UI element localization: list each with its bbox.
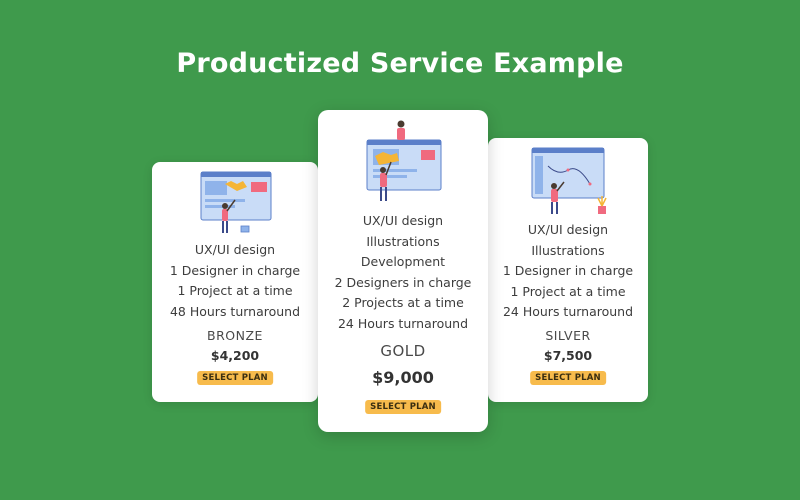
feature-item: Illustrations [366,233,440,249]
plan-price: $7,500 [543,348,593,363]
feature-item: UX/UI design [362,213,444,228]
feature-item: 24 Hours turnaround [337,315,469,331]
feature-item: UX/UI design [527,222,609,237]
select-plan-button-silver[interactable]: SELECT PLAN [530,371,606,385]
select-plan-button-bronze[interactable]: SELECT PLAN [197,371,273,385]
plan-card-bronze: UX/UI design 1 Designer in charge 1 Proj… [152,162,318,402]
plan-price: $4,200 [210,348,260,363]
designer-at-screen-illustration [200,171,272,233]
plan-name: GOLD [380,342,426,360]
feature-item: 24 Hours turnaround [502,304,634,319]
select-plan-button-gold[interactable]: SELECT PLAN [365,400,441,414]
feature-item: UX/UI design [194,242,276,257]
feature-item: 1 Project at a time [177,283,293,298]
feature-item: 2 Designers in charge [334,274,472,290]
plan-price: $9,000 [372,368,434,387]
feature-item: 1 Designer in charge [169,262,301,278]
feature-item: Illustrations [531,242,605,258]
page-title: Productized Service Example [176,48,624,79]
feature-item: 48 Hours turnaround [169,303,301,319]
feature-item: Development [360,254,446,269]
designer-drawing-screen-illustration [531,147,607,214]
plan-name: BRONZE [207,328,263,343]
feature-item: 2 Projects at a time [342,295,464,310]
plan-card-silver: UX/UI design Illustrations 1 Designer in… [488,138,648,402]
plan-card-gold: UX/UI design Illustrations Development 2… [318,110,488,432]
feature-item: 1 Project at a time [510,283,626,299]
feature-item: 1 Designer in charge [502,263,634,278]
team-building-screen-illustration [366,120,442,201]
plan-name: SILVER [545,328,591,343]
